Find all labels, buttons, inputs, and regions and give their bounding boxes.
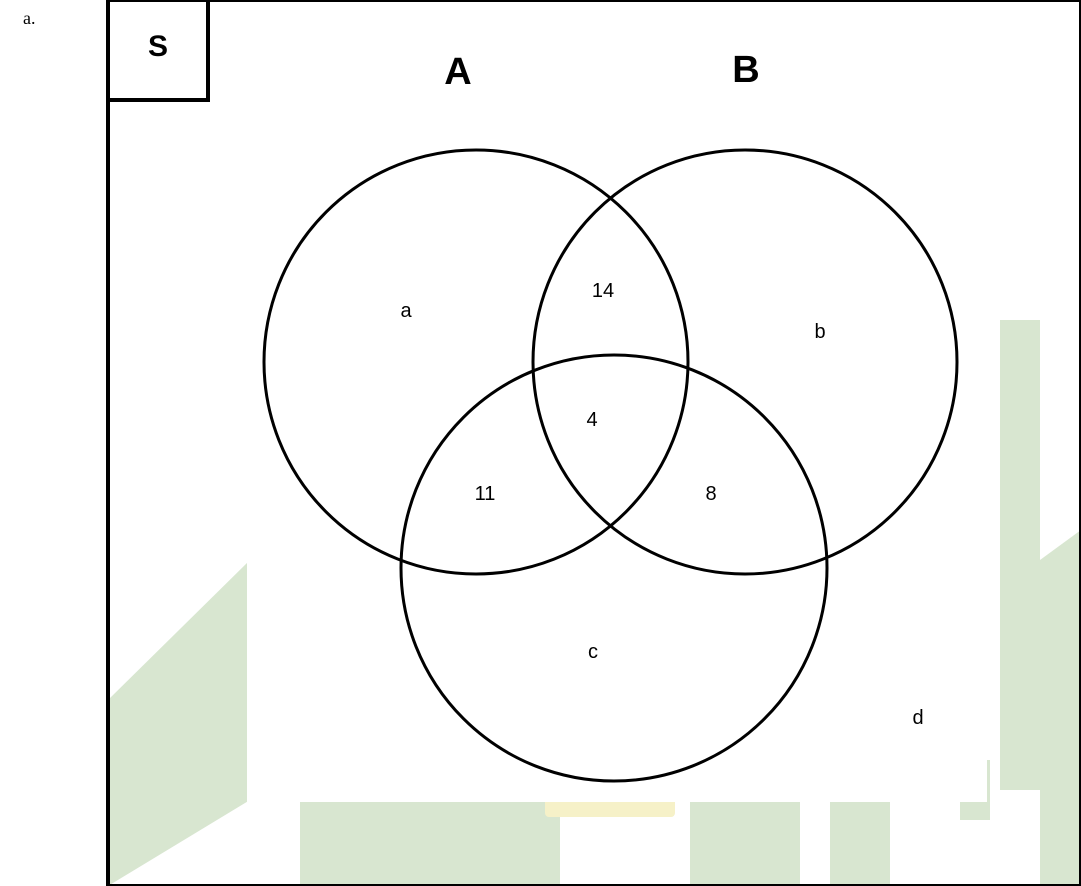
watermark-shape-bottom: [690, 800, 800, 886]
watermark-shape-bottom-right: [830, 790, 890, 886]
circle-c: [399, 353, 829, 783]
universe-frame: [106, 0, 1081, 886]
region-only-c: c: [588, 641, 598, 663]
watermark-shape-left: [108, 560, 250, 886]
region-only-b: b: [814, 321, 825, 343]
watermark-shape-right-bar: [1000, 320, 1040, 790]
region-outside: d: [912, 707, 923, 729]
universe-label-box: [106, 0, 210, 102]
region-a-and-c-only: 11: [475, 483, 496, 505]
region-b-and-c-only: 8: [705, 483, 716, 505]
item-label: a.: [23, 8, 36, 28]
watermark-shape-bottom-left: [300, 780, 560, 886]
set-label-b: B: [732, 49, 759, 91]
diagram-panel: [247, 100, 987, 802]
universe-label: S: [148, 30, 168, 63]
watermark-shape-right: [1040, 530, 1081, 886]
set-label-a: A: [444, 51, 471, 93]
circle-a: [262, 148, 690, 576]
watermark: [108, 320, 1081, 886]
region-only-a: a: [400, 300, 412, 322]
region-a-and-b-and-c: 4: [586, 409, 597, 431]
circle-b: [531, 148, 959, 576]
region-a-and-b-only: 14: [592, 280, 614, 302]
